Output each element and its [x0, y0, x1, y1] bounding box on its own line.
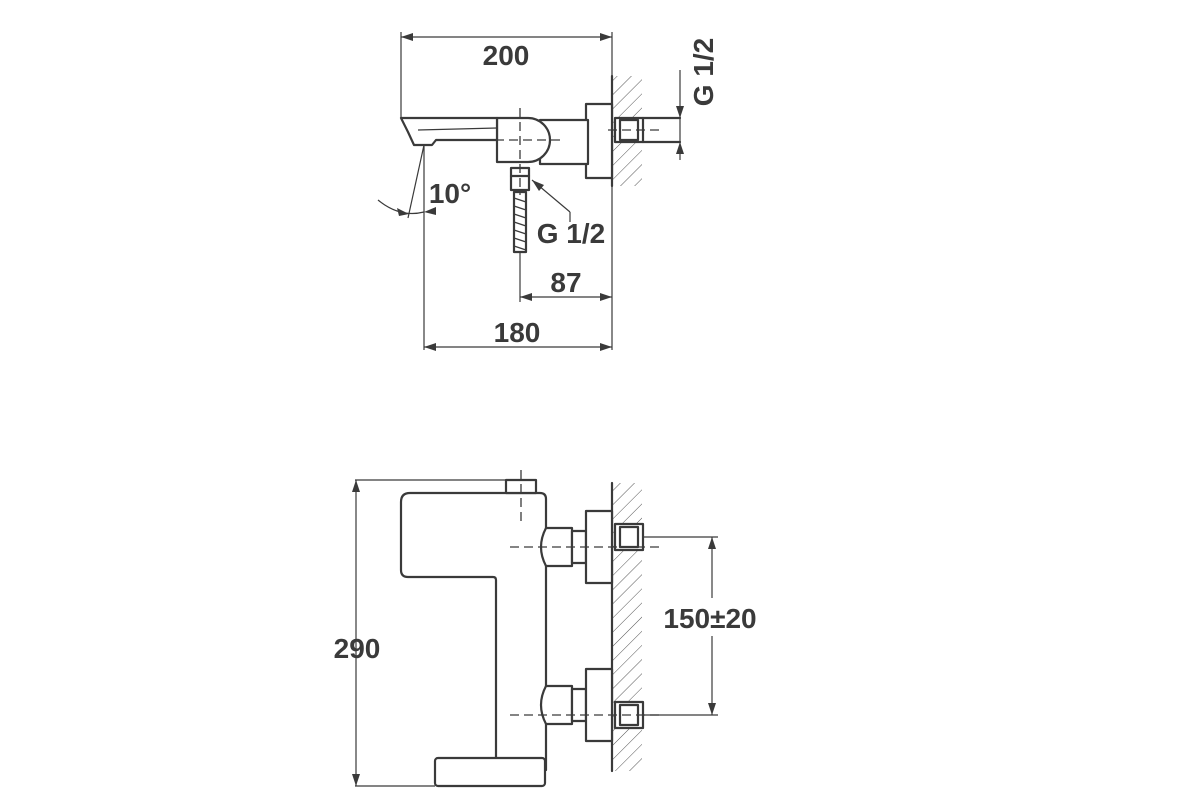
dim-label-150: 150±20: [663, 603, 756, 634]
dim-150-arrow-top: [708, 537, 716, 549]
bottom-base: [433, 756, 547, 788]
front-view: 290 150±20: [334, 470, 757, 788]
spout-inner-line: [417, 127, 498, 131]
outlet-hose: [512, 190, 528, 254]
dim-label-200: 200: [483, 40, 530, 71]
upper-inlet-nut: [618, 525, 640, 549]
dim-290-arrow-bottom: [352, 774, 360, 786]
spout-angle-ref: [407, 144, 425, 219]
dim-87-arrow-right: [600, 293, 612, 301]
angle-arrow-left: [397, 208, 409, 216]
angle-arrow-right: [424, 207, 436, 215]
wall-flange: [584, 102, 614, 180]
spout: [399, 116, 499, 147]
dim-inlet-arrow-bottom: [676, 142, 684, 154]
dim-180-arrow-right: [600, 343, 612, 351]
front-body: [399, 491, 548, 772]
lower-eccentric: [539, 684, 574, 726]
dim-label-180: 180: [494, 317, 541, 348]
dim-290-arrow-top: [352, 480, 360, 492]
dim-87-arrow-left: [520, 293, 532, 301]
dim-200-arrow-right: [600, 33, 612, 41]
lower-nut: [570, 687, 588, 723]
dim-inlet-arrow-top: [676, 106, 684, 118]
dim-label-290: 290: [334, 633, 381, 664]
dim-label-outlet-thread: G 1/2: [537, 218, 605, 249]
dim-200-arrow-left: [401, 33, 413, 41]
side-view: 200 G 1/2 10° G 1/2 87 180: [377, 32, 719, 351]
dim-150-arrow-bottom: [708, 703, 716, 715]
dim-label-87: 87: [550, 267, 581, 298]
dim-label-inlet-thread: G 1/2: [688, 38, 719, 106]
dim-180-arrow-left: [424, 343, 436, 351]
dim-label-angle: 10°: [429, 178, 471, 209]
lower-flange: [584, 667, 614, 743]
outlet-leader-arrow: [532, 180, 544, 191]
